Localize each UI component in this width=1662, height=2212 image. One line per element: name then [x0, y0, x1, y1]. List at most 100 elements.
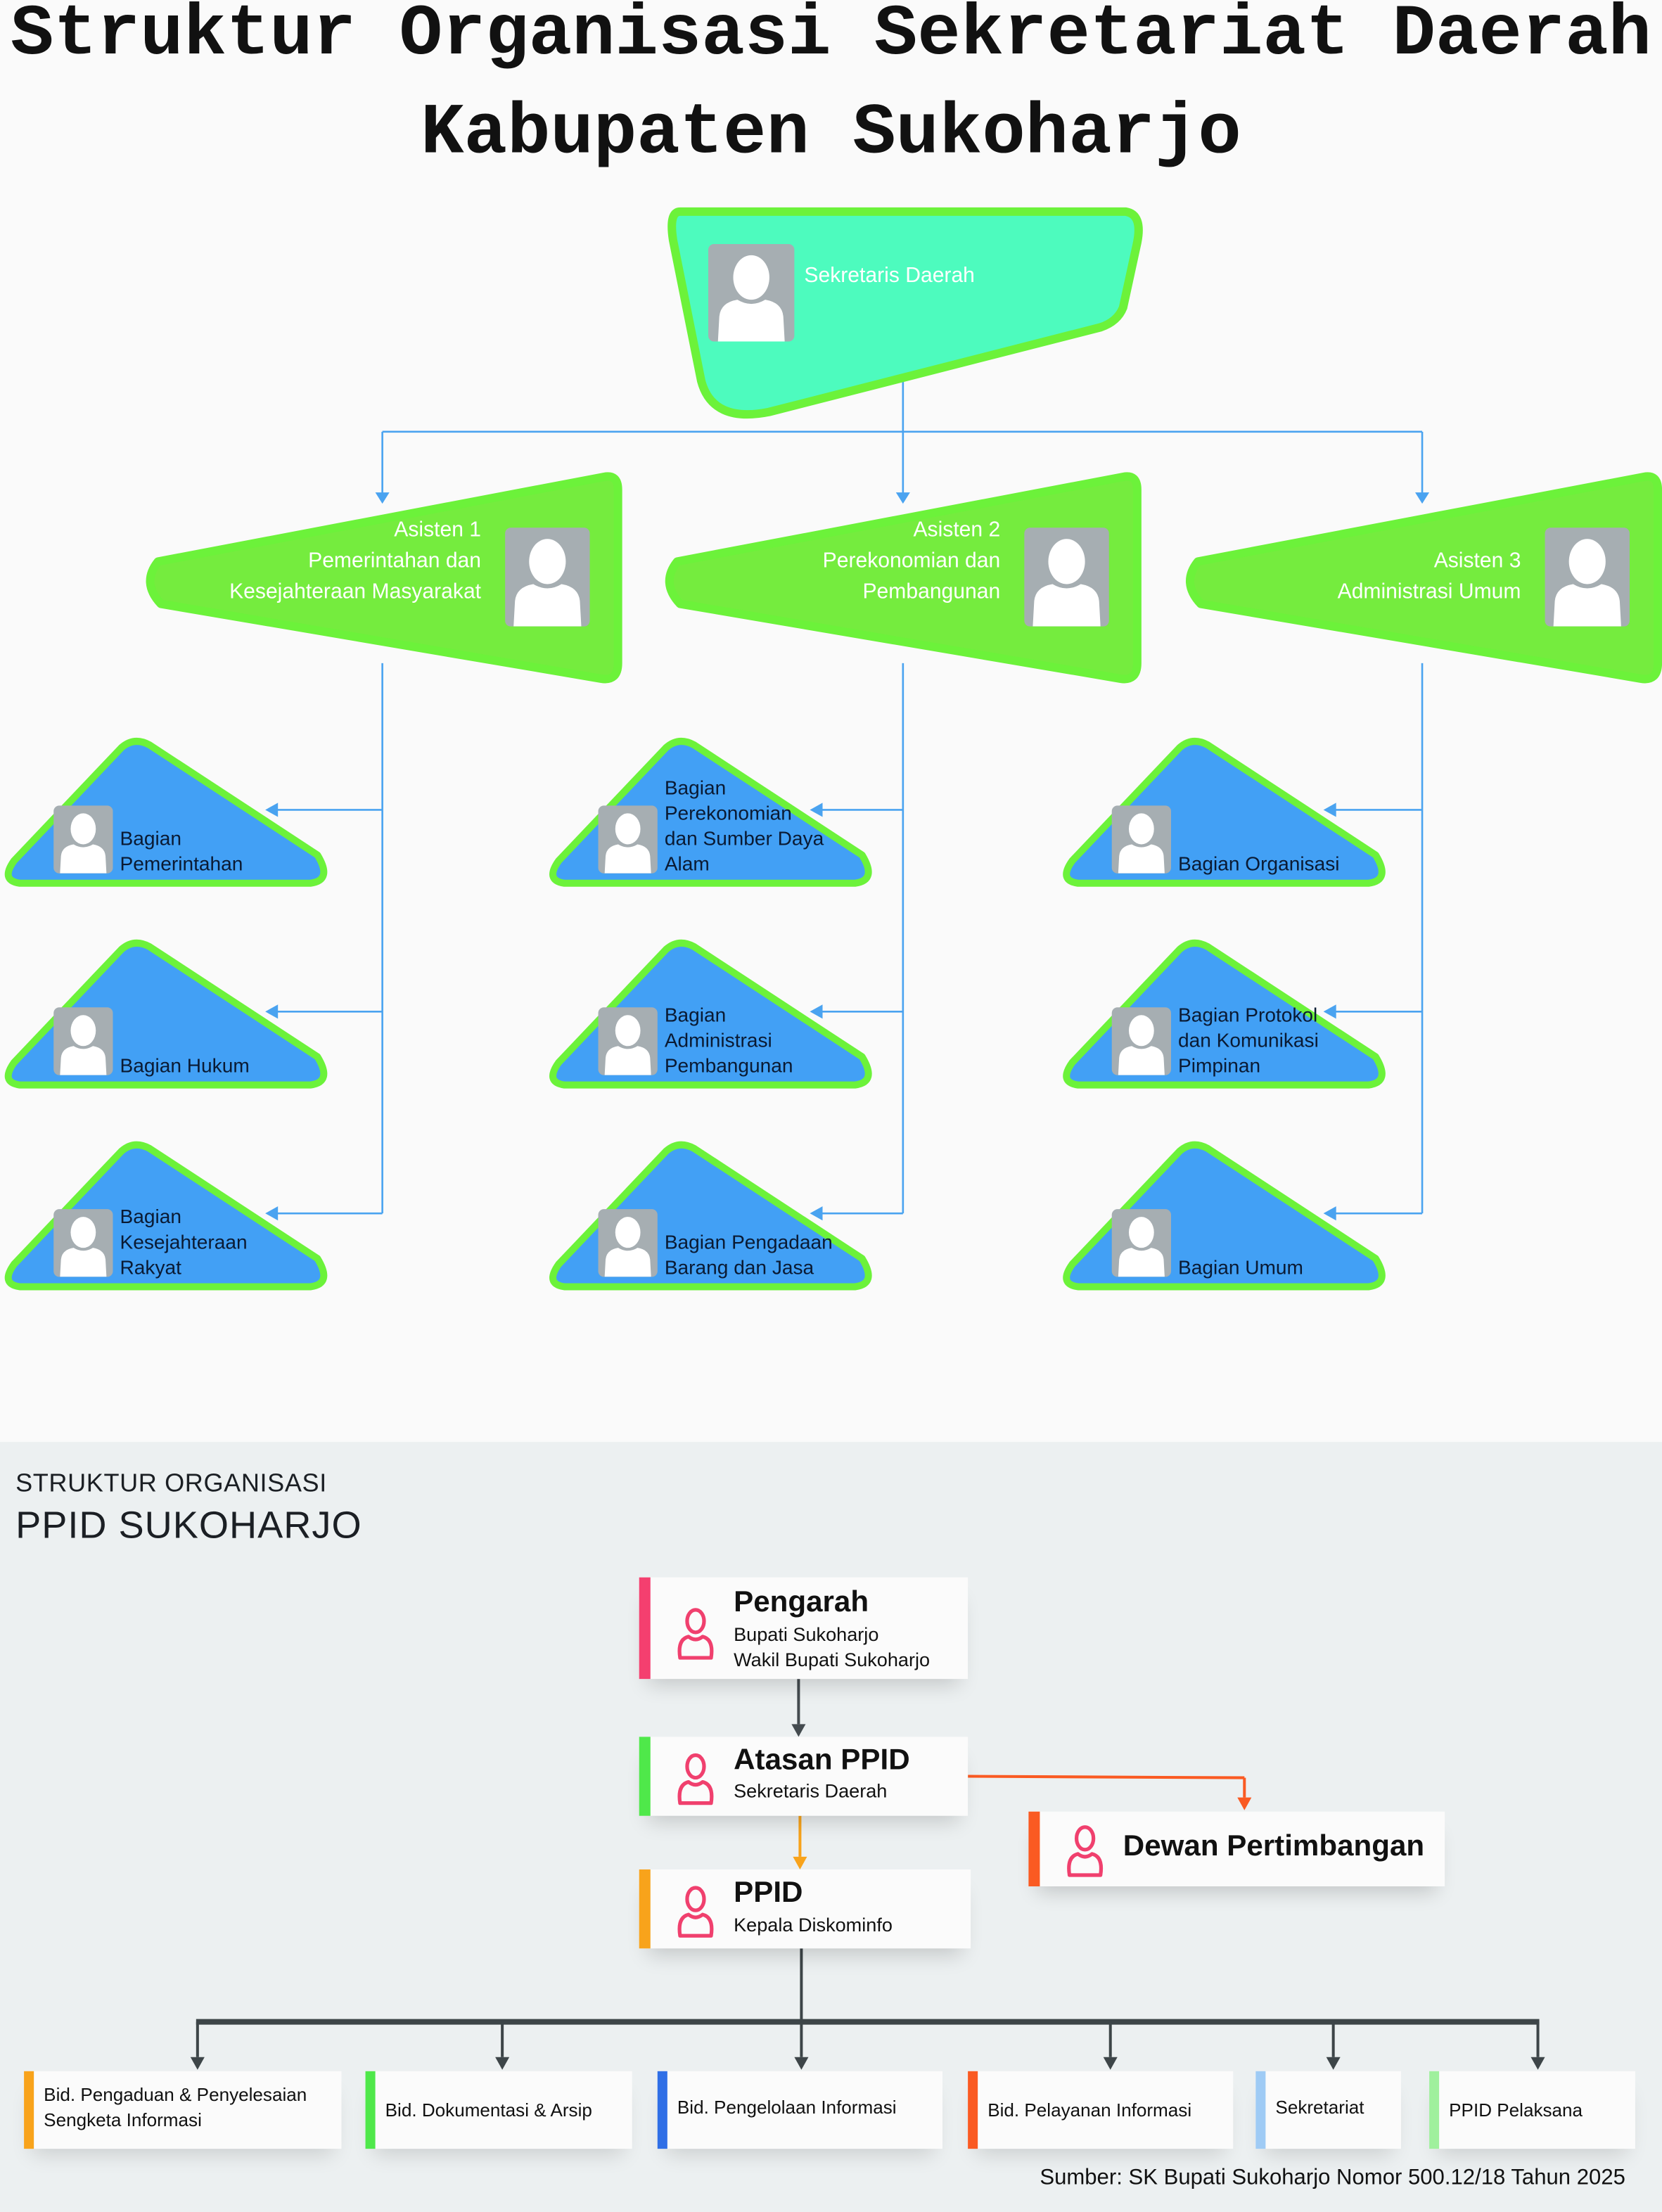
arrow-left-icon	[810, 1206, 823, 1221]
bidang-label-line: Sengketa Informasi	[44, 2109, 202, 2131]
node-label-line: Bagian Organisasi	[1178, 852, 1340, 875]
bidang-label: Bid. Pelayanan Informasi	[987, 2098, 1191, 2123]
arrow-down-icon	[895, 492, 910, 504]
arrow-left-icon	[810, 1004, 823, 1019]
avatar-placeholder-icon	[53, 805, 113, 874]
node-label-line: Barang dan Jasa	[664, 1255, 814, 1279]
node-label-line: Alam	[664, 852, 710, 875]
node-label-line: dan Sumber Daya	[664, 826, 824, 850]
node-title: Pengarah	[734, 1585, 869, 1618]
node-label-line: Administrasi Umum	[1337, 580, 1521, 604]
node-label-line: Pemerintahan	[120, 852, 243, 875]
avatar-placeholder-icon	[53, 1209, 113, 1277]
accent-bar	[968, 2071, 978, 2149]
avatar-placeholder-icon	[1111, 805, 1171, 874]
ppid-node-pengarah[interactable]: Pengarah Bupati Sukoharjo Wakil Bupati S…	[639, 1577, 969, 1680]
ppid-bidang-card[interactable]: Bid. Pelayanan Informasi	[968, 2071, 1234, 2149]
arrow-down-icon	[791, 1724, 806, 1737]
arrow-down-icon	[793, 1856, 807, 1869]
accent-bar	[1429, 2071, 1440, 2149]
accent-bar	[639, 1737, 651, 1816]
node-label-line: Pimpinan	[1178, 1054, 1261, 1077]
ppid-node-dewan-pertimbangan[interactable]: Dewan Pertimbangan	[1028, 1811, 1445, 1887]
node-label-line: Sekretaris Daerah	[804, 264, 975, 288]
bidang-label-line: Bid. Pengaduan & Penyelesaian	[44, 2083, 307, 2105]
node-label-line: Bagian	[664, 776, 727, 799]
accent-bar	[1028, 1811, 1040, 1887]
ppid-heading-small: STRUKTUR ORGANISASI	[15, 1469, 327, 1497]
ppid-bidang-card[interactable]: PPID Pelaksana	[1429, 2071, 1635, 2149]
arrow-left-icon	[1323, 803, 1336, 817]
ppid-node-atasan[interactable]: Atasan PPID Sekretaris Daerah	[639, 1737, 969, 1816]
node-label-line: Bagian	[120, 1205, 181, 1228]
asisten-node-shape	[665, 472, 1142, 684]
node-label-line: dan Komunikasi	[1178, 1028, 1319, 1051]
node-label-line: Rakyat	[120, 1255, 181, 1279]
avatar-placeholder-icon	[598, 1209, 658, 1277]
node-label-line: Asisten 2	[913, 518, 1001, 542]
node-label-line: Pembangunan	[664, 1054, 793, 1077]
node-subtitle: Kepala Diskominfo	[734, 1914, 893, 1936]
arrow-down-icon	[1103, 2057, 1118, 2070]
arrow-down-icon	[495, 2057, 510, 2070]
node-label-line: Bagian Umum	[1178, 1255, 1303, 1279]
avatar-placeholder-icon	[1545, 528, 1630, 627]
node-label-line: Bagian	[664, 1003, 727, 1026]
avatar-placeholder-icon	[1111, 1007, 1171, 1075]
avatar-placeholder-icon	[598, 805, 658, 874]
arrow-left-icon	[1323, 1004, 1336, 1019]
arrow-left-icon	[810, 803, 823, 817]
node-title: Atasan PPID	[734, 1744, 910, 1777]
ppid-heading-big: PPID SUKOHARJO	[15, 1504, 362, 1547]
node-label-line: Kesejahteraan	[120, 1230, 248, 1253]
node-label-line: Asisten 1	[394, 518, 482, 542]
ppid-node-ppid[interactable]: PPID Kepala Diskominfo	[639, 1869, 971, 1949]
node-label-line: Pembangunan	[862, 580, 1001, 604]
ppid-bidang-card[interactable]: Bid. Pengelolaan Informasi	[657, 2071, 943, 2149]
node-label-line: Pemerintahan dan	[308, 549, 482, 573]
arrow-left-icon	[265, 1206, 279, 1221]
arrow-down-icon	[1326, 2057, 1341, 2070]
node-label-line: Perekonomian dan	[822, 549, 1001, 573]
node-label-line: Bagian Pengadaan	[664, 1230, 833, 1253]
connector-line	[968, 1775, 1245, 1779]
page-title-line-1: Struktur Organisasi Sekretariat Daerah	[11, 0, 1652, 77]
bidang-label-line: Sekretariat	[1275, 2096, 1364, 2118]
avatar-placeholder-icon	[53, 1007, 113, 1075]
accent-bar	[365, 2071, 376, 2149]
node-subtitle: Sekretaris Daerah	[734, 1780, 888, 1802]
avatar-placeholder-icon	[598, 1007, 658, 1075]
page-title-line-2: Kabupaten Sukoharjo	[421, 94, 1241, 175]
avatar-placeholder-icon	[1024, 528, 1109, 627]
node-label-line: Administrasi	[664, 1028, 772, 1051]
node-label-line: Perekonomian	[664, 801, 792, 824]
ppid-bidang-card[interactable]: Bid. Dokumentasi & Arsip	[365, 2071, 632, 2149]
node-label-line: Bagian Protokol	[1178, 1003, 1318, 1026]
bidang-label-line: PPID Pelaksana	[1449, 2099, 1583, 2121]
bidang-label-line: Bid. Pelayanan Informasi	[987, 2099, 1192, 2121]
accent-bar	[657, 2071, 667, 2149]
ppid-bidang-card[interactable]: Sekretariat	[1255, 2071, 1401, 2149]
person-icon	[1063, 1823, 1108, 1879]
arrow-down-icon	[794, 2057, 809, 2070]
bidang-label-line: Bid. Dokumentasi & Arsip	[385, 2099, 592, 2121]
sekda-label: Sekretaris Daerah	[804, 261, 975, 292]
arrow-left-icon	[265, 803, 279, 817]
bidang-label: Bid. Pengelolaan Informasi	[677, 2095, 897, 2121]
avatar-placeholder-icon	[505, 528, 590, 627]
bidang-label: Bid. Dokumentasi & Arsip	[385, 2098, 592, 2123]
person-icon	[673, 1606, 718, 1662]
asisten-node-shape	[1185, 472, 1662, 684]
node-subtitle: Bupati Sukoharjo	[734, 1623, 879, 1645]
bidang-label: PPID Pelaksana	[1449, 2098, 1583, 2123]
avatar-placeholder-icon	[1111, 1209, 1171, 1277]
arrow-down-icon	[1530, 2057, 1545, 2070]
